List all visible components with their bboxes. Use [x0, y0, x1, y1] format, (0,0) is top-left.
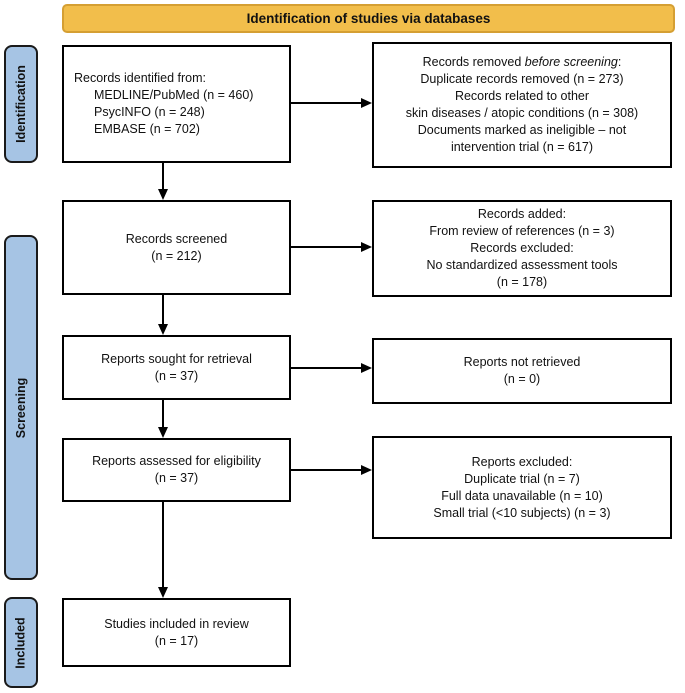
arrow-screened-to-sought	[158, 295, 168, 335]
box-text-line: (n = 0)	[503, 372, 541, 386]
box-text-line: Records excluded:	[470, 241, 574, 255]
arrow-identified-to-removed	[291, 98, 372, 108]
box-text-line: Studies included in review	[104, 616, 249, 631]
box-text-line: skin diseases / atopic conditions (n = 3…	[405, 106, 639, 120]
box-text-line: Records related to other	[454, 89, 590, 103]
box-text-line: intervention trial (n = 617)	[450, 140, 594, 154]
arrow-assessed-to-excluded	[291, 465, 372, 475]
box-records-removed-before-screening: Records removed before screening: Duplic…	[372, 42, 672, 168]
box-text-line: Small trial (<10 subjects) (n = 3)	[433, 505, 611, 520]
box-text-line: (n = 178)	[496, 275, 548, 289]
box-text-line: Records removed before screening:	[423, 54, 622, 71]
box-text-line: Reports assessed for eligibility	[92, 454, 261, 468]
box-text-line: (n = 37)	[154, 368, 199, 383]
box-text-line: MEDLINE/PubMed (n = 460)	[94, 88, 254, 102]
stage-tab-screening: Screening	[4, 235, 38, 580]
arrow-sought-to-not-retrieved	[291, 363, 372, 373]
box-text-line: From review of references (n = 3)	[429, 224, 615, 238]
stage-label: Included	[14, 616, 28, 669]
box-text-line: Duplicate records removed (n = 273)	[420, 72, 624, 86]
box-text-fragment-italic: before screening	[524, 55, 618, 69]
box-text-fragment: :	[617, 55, 622, 69]
box-reports-not-retrieved: Reports not retrieved (n = 0)	[372, 338, 672, 404]
box-text-line: Records screened	[125, 231, 228, 246]
box-text-fragment: Records removed	[422, 55, 525, 69]
box-text-line: EMBASE (n = 702)	[94, 122, 200, 136]
stage-tab-identification: Identification	[4, 45, 38, 163]
box-text-line: (n = 212)	[151, 248, 202, 263]
box-text-line: (n = 17)	[154, 633, 199, 648]
box-text-line: Full data unavailable (n = 10)	[441, 488, 603, 503]
arrow-assessed-to-included	[158, 502, 168, 598]
box-text-line: Records added:	[477, 207, 567, 221]
banner-title: Identification of studies via databases	[246, 11, 491, 26]
box-text-line: Duplicate trial (n = 7)	[464, 471, 580, 486]
banner-identification-via-databases: Identification of studies via databases	[62, 4, 675, 33]
arrow-sought-to-assessed	[158, 400, 168, 438]
box-text-line: Reports not retrieved	[463, 355, 581, 369]
box-studies-included-in-review: Studies included in review (n = 17)	[62, 598, 291, 667]
box-reports-excluded: Reports excluded: Duplicate trial (n = 7…	[372, 436, 672, 539]
box-text-line: No standardized assessment tools	[426, 258, 618, 272]
box-records-screened: Records screened (n = 212)	[62, 200, 291, 295]
box-reports-sought-for-retrieval: Reports sought for retrieval (n = 37)	[62, 335, 291, 400]
stage-tab-included: Included	[4, 597, 38, 688]
box-records-added-excluded: Records added: From review of references…	[372, 200, 672, 297]
box-reports-assessed-for-eligibility: Reports assessed for eligibility (n = 37…	[62, 438, 291, 502]
arrow-identified-to-screened	[158, 163, 168, 200]
box-text-line: PsycINFO (n = 248)	[94, 105, 205, 119]
box-text-line: Reports sought for retrieval	[101, 351, 252, 366]
arrow-screened-to-added	[291, 242, 372, 252]
stage-label: Screening	[14, 377, 28, 438]
box-text-line: Records identified from:	[74, 71, 207, 85]
stage-label: Identification	[14, 65, 28, 143]
box-text-line: Reports excluded:	[471, 454, 573, 469]
box-records-identified: Records identified from: MEDLINE/PubMed …	[62, 45, 291, 163]
box-text-line: Documents marked as ineligible – not	[417, 123, 627, 137]
box-text-line: (n = 37)	[154, 471, 199, 485]
